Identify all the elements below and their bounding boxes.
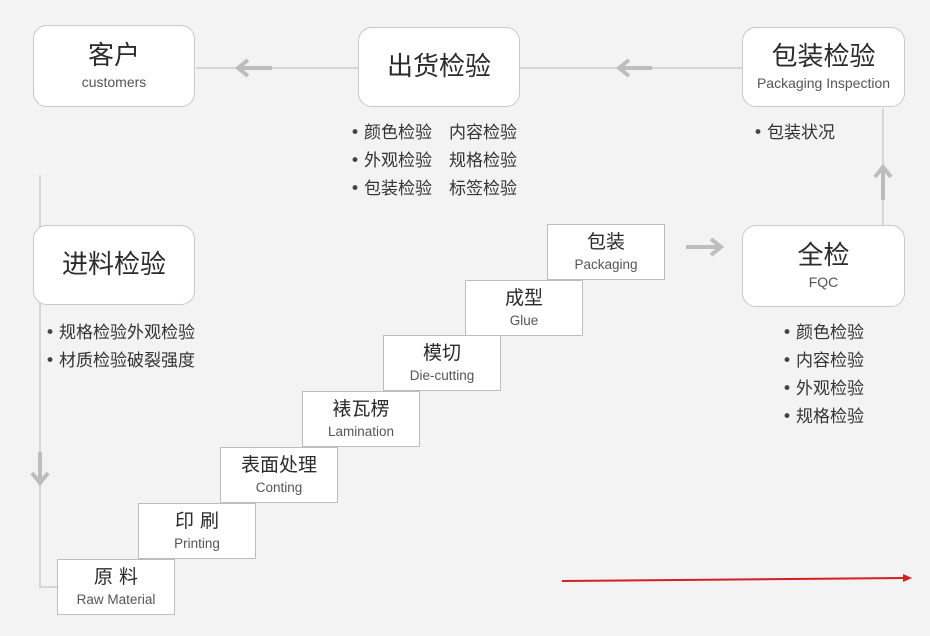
fqc-box: 全检 FQC (742, 225, 905, 307)
arrow-to-fqc-icon (709, 237, 725, 257)
step-subtitle: Packaging (574, 257, 638, 272)
step-printing: 印 刷 Printing (138, 503, 256, 559)
step-subtitle: Die-cutting (409, 368, 475, 383)
outgoing-inspection-list: 颜色检验 内容检验 外观检验 规格检验 包装检验 标签检验 (350, 119, 517, 203)
list-item: 规格检验 (782, 403, 864, 431)
step-subtitle: Printing (174, 536, 220, 551)
accent-arrowhead-icon (903, 574, 912, 582)
list-item: 颜色检验 (782, 319, 864, 347)
step-subtitle: Glue (509, 313, 539, 328)
incoming-inspection-box: 进料检验 (33, 225, 195, 305)
fqc-list: 颜色检验 内容检验 外观检验 规格检验 (782, 319, 864, 431)
list-item: 材质检验破裂强度 (45, 347, 195, 375)
list-item: 内容检验 (782, 347, 864, 375)
step-die-cutting: 模切 Die-cutting (383, 335, 501, 391)
packaging-inspection-box: 包装检验 Packaging Inspection (742, 27, 905, 107)
list-item: 包装检验 标签检验 (350, 175, 517, 203)
customers-subtitle: customers (81, 74, 147, 90)
connector-incoming-to-raw-material (39, 175, 58, 588)
step-subtitle: Raw Material (76, 592, 156, 607)
step-subtitle: Lamination (327, 424, 395, 439)
step-lamination: 裱瓦楞 Lamination (302, 391, 420, 447)
fqc-title: 全检 (797, 241, 850, 271)
packaging-inspection-subtitle: Packaging Inspection (756, 75, 891, 91)
list-item: 包装状况 (753, 119, 835, 147)
packaging-inspection-title: 包装检验 (771, 42, 876, 72)
customers-title: 客户 (87, 41, 140, 71)
step-title: 印 刷 (174, 510, 220, 532)
step-title: 裱瓦楞 (332, 398, 390, 420)
list-item: 外观检验 (782, 375, 864, 403)
step-packaging: 包装 Packaging (547, 224, 665, 280)
packaging-inspection-list: 包装状况 (753, 119, 835, 147)
step-raw-material: 原 料 Raw Material (57, 559, 175, 615)
incoming-inspection-list: 规格检验外观检验 材质检验破裂强度 (45, 319, 195, 375)
incoming-inspection-title: 进料检验 (61, 250, 166, 280)
step-subtitle: Conting (255, 480, 303, 495)
customers-box: 客户 customers (33, 25, 195, 107)
list-item: 外观检验 规格检验 (350, 147, 517, 175)
outgoing-inspection-box: 出货检验 (358, 27, 520, 107)
list-item: 规格检验外观检验 (45, 319, 195, 347)
fqc-subtitle: FQC (808, 274, 839, 290)
step-title: 模切 (422, 342, 461, 364)
step-title: 原 料 (93, 566, 139, 588)
step-title: 包装 (586, 231, 625, 253)
step-glue: 成型 Glue (465, 280, 583, 336)
step-title: 表面处理 (240, 454, 317, 476)
outgoing-inspection-title: 出货检验 (386, 52, 491, 82)
accent-line (561, 577, 907, 582)
step-surface-treatment: 表面处理 Conting (220, 447, 338, 503)
step-title: 成型 (504, 287, 543, 309)
list-item: 颜色检验 内容检验 (350, 119, 517, 147)
